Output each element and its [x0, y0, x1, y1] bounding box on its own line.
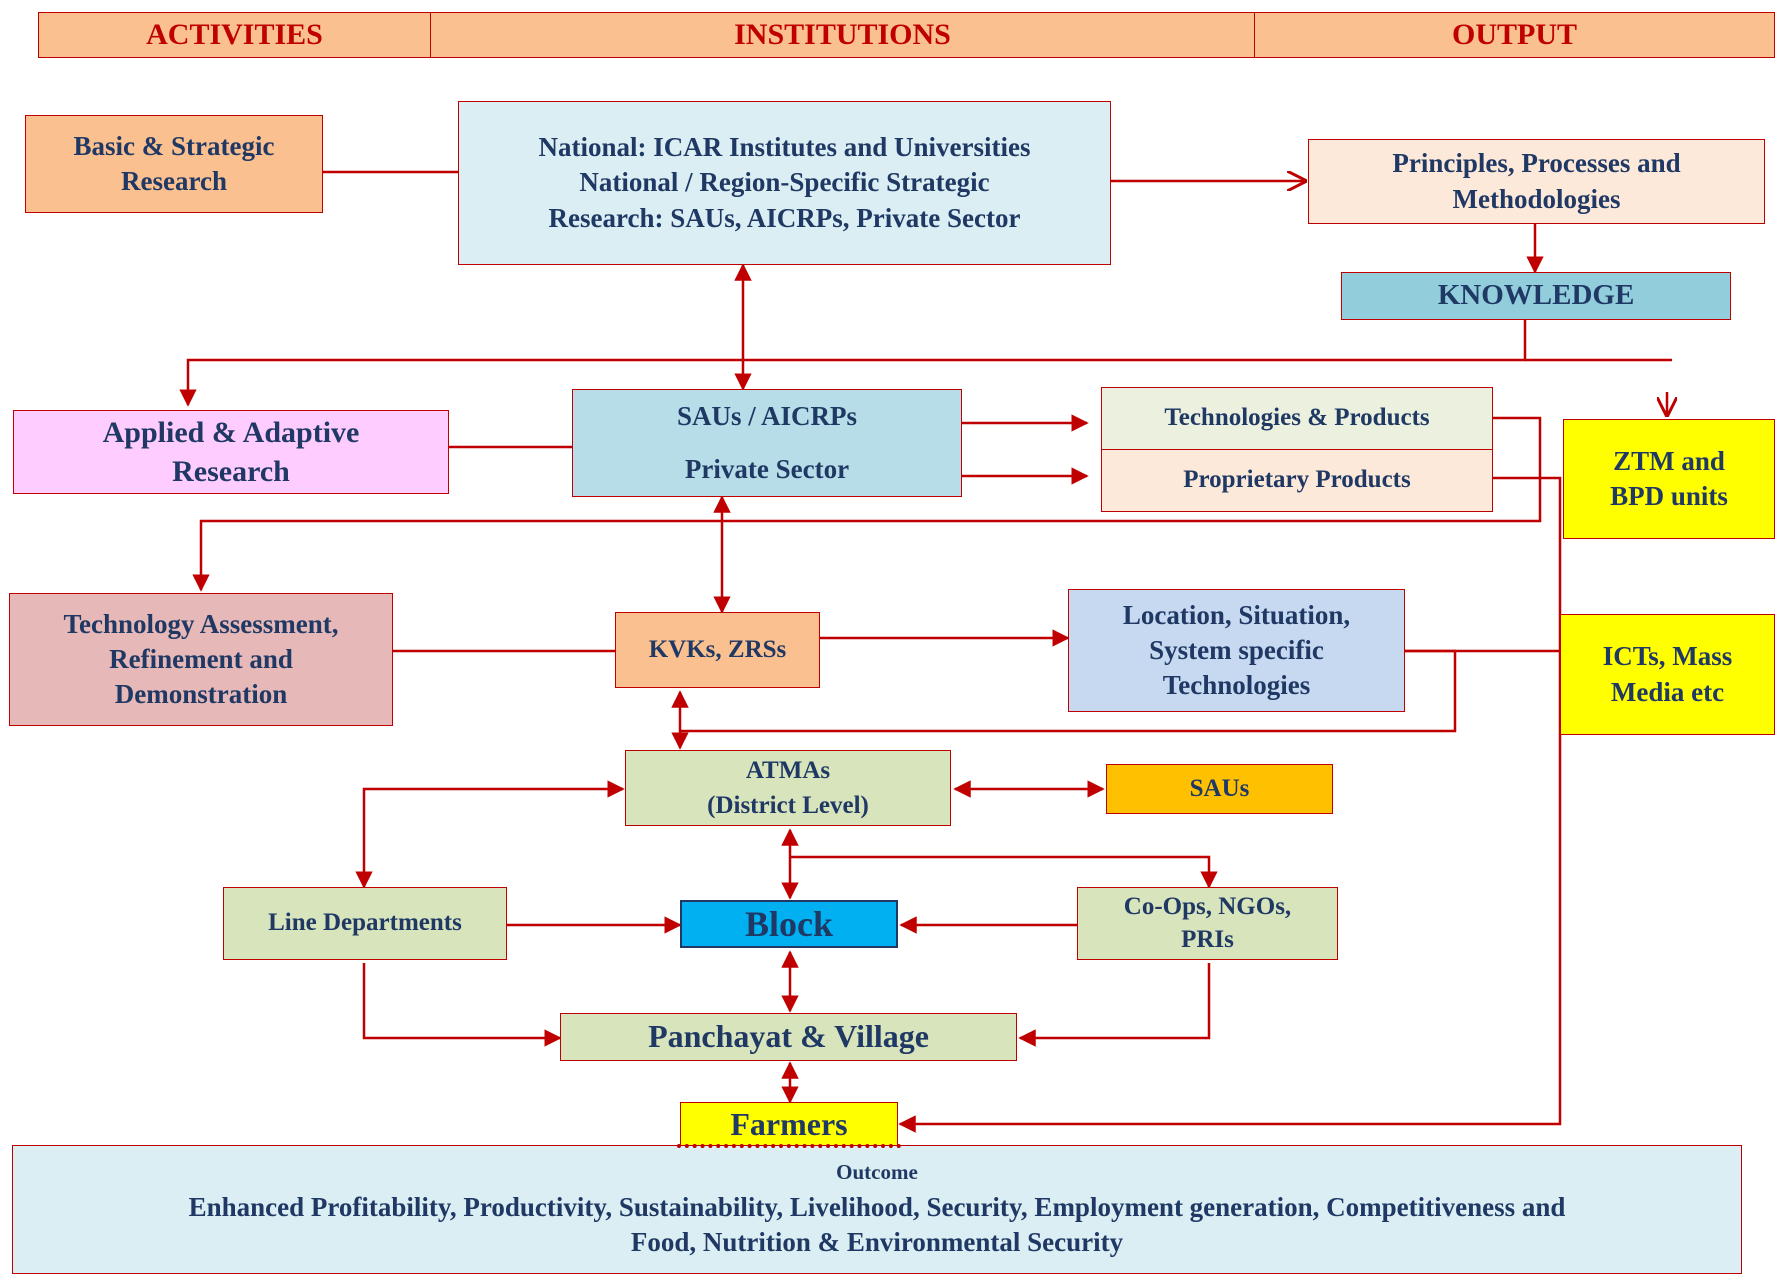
outcome-text: Enhanced Profitability, Productivity, Su…: [188, 1192, 1566, 1258]
farmers-dotted-underline: [677, 1144, 901, 1148]
location-specific-technologies-box: Location, Situation, System specific Tec…: [1068, 589, 1405, 712]
technology-assessment-box: Technology Assessment, Refinement and De…: [9, 593, 393, 726]
proprietary-products-box: Proprietary Products: [1101, 449, 1493, 512]
farmers-box: Farmers: [680, 1102, 898, 1148]
icts-mass-media-box: ICTs, Mass Media etc: [1560, 614, 1775, 735]
header-institutions: INSTITUTIONS: [430, 12, 1255, 58]
knowledge-box: KNOWLEDGE: [1341, 272, 1731, 320]
private-sector-label: Private Sector: [684, 453, 850, 484]
saus-box: SAUs: [1106, 764, 1333, 814]
technologies-products-box: Technologies & Products: [1101, 387, 1493, 450]
coops-ngos-pris-box: Co-Ops, NGOs, PRIs: [1077, 887, 1338, 960]
header-activities: ACTIVITIES: [38, 12, 431, 58]
outcome-label: Outcome: [836, 1159, 918, 1184]
atmas-box: ATMAs (District Level): [625, 750, 951, 826]
national-institutes-box: National: ICAR Institutes and Universiti…: [458, 101, 1111, 265]
header-output: OUTPUT: [1254, 12, 1775, 58]
basic-strategic-research-box: Basic & Strategic Research: [25, 115, 323, 213]
saus-aicrps-box: SAUs / AICRPs Private Sector: [572, 389, 962, 497]
outcome-box: Outcome Enhanced Profitability, Producti…: [12, 1145, 1742, 1274]
principles-processes-box: Principles, Processes and Methodologies: [1308, 139, 1765, 224]
block-box: Block: [680, 900, 898, 948]
line-departments-box: Line Departments: [223, 887, 507, 960]
ztm-bpd-units-box: ZTM and BPD units: [1563, 419, 1775, 539]
kvks-zrss-box: KVKs, ZRSs: [615, 612, 820, 688]
panchayat-village-box: Panchayat & Village: [560, 1013, 1017, 1061]
saus-aicrps-label: SAUs / AICRPs: [676, 400, 858, 431]
applied-adaptive-research-box: Applied & Adaptive Research: [13, 410, 449, 494]
